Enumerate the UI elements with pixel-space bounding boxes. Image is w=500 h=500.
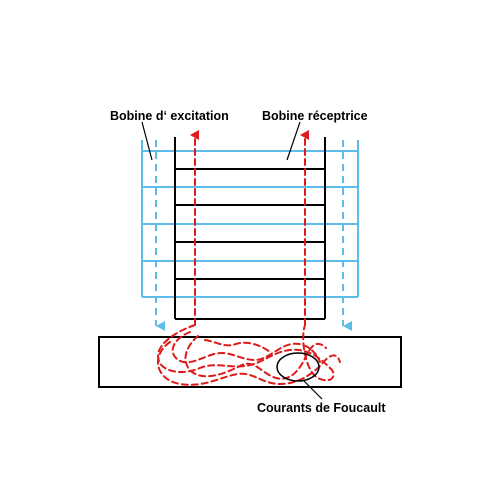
leader-excitation — [141, 121, 153, 161]
excitation-coil-label: Bobine d‘ excitation — [110, 109, 229, 123]
eddy-loop — [157, 341, 341, 386]
eddy-current-loops — [156, 324, 341, 386]
eddy-loop — [204, 339, 271, 353]
excitation-coil — [141, 140, 359, 298]
eddy-loop — [171, 331, 321, 364]
receiver-coil-label: Bobine réceptrice — [262, 109, 368, 123]
receiver-coil — [174, 137, 326, 320]
eddy-current-highlight — [276, 352, 320, 382]
induced-field — [190, 130, 309, 326]
excitation-flux — [155, 140, 352, 331]
leader-eddy — [302, 379, 323, 400]
leader-receiver — [286, 121, 301, 161]
test-plate — [98, 336, 402, 388]
eddy-currents-label: Courants de Foucault — [257, 401, 386, 415]
eddy-loop — [156, 324, 335, 382]
leader-lines — [141, 121, 323, 400]
eddy-loop — [184, 335, 327, 380]
